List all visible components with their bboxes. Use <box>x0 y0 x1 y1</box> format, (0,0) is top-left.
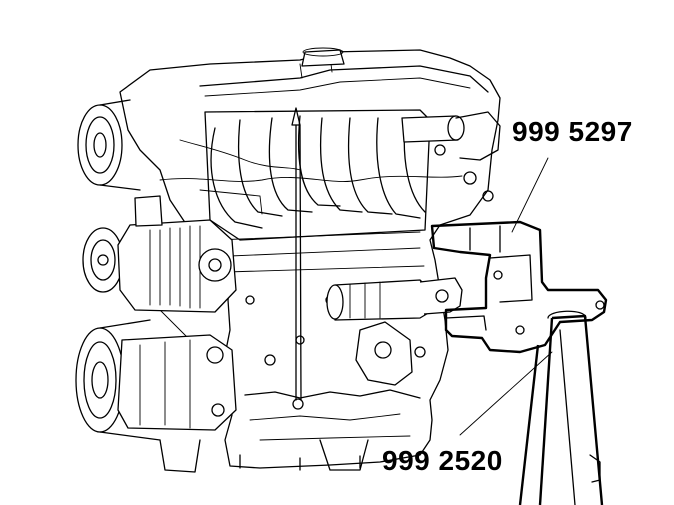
starter-motor <box>326 277 463 321</box>
engine-stand <box>518 310 604 505</box>
leader-line-fixture <box>511 157 549 233</box>
ac-compressor <box>117 334 237 431</box>
stand-part-number-label: 999 2520 <box>382 445 503 476</box>
dipstick <box>291 107 304 410</box>
engine-fixture <box>430 220 608 354</box>
belt-pulleys <box>75 99 201 473</box>
intake-manifold <box>204 109 501 273</box>
alternator <box>117 195 237 313</box>
leader-line-stand <box>459 351 553 436</box>
fixture-part-number-label: 999 5297 <box>512 116 633 147</box>
